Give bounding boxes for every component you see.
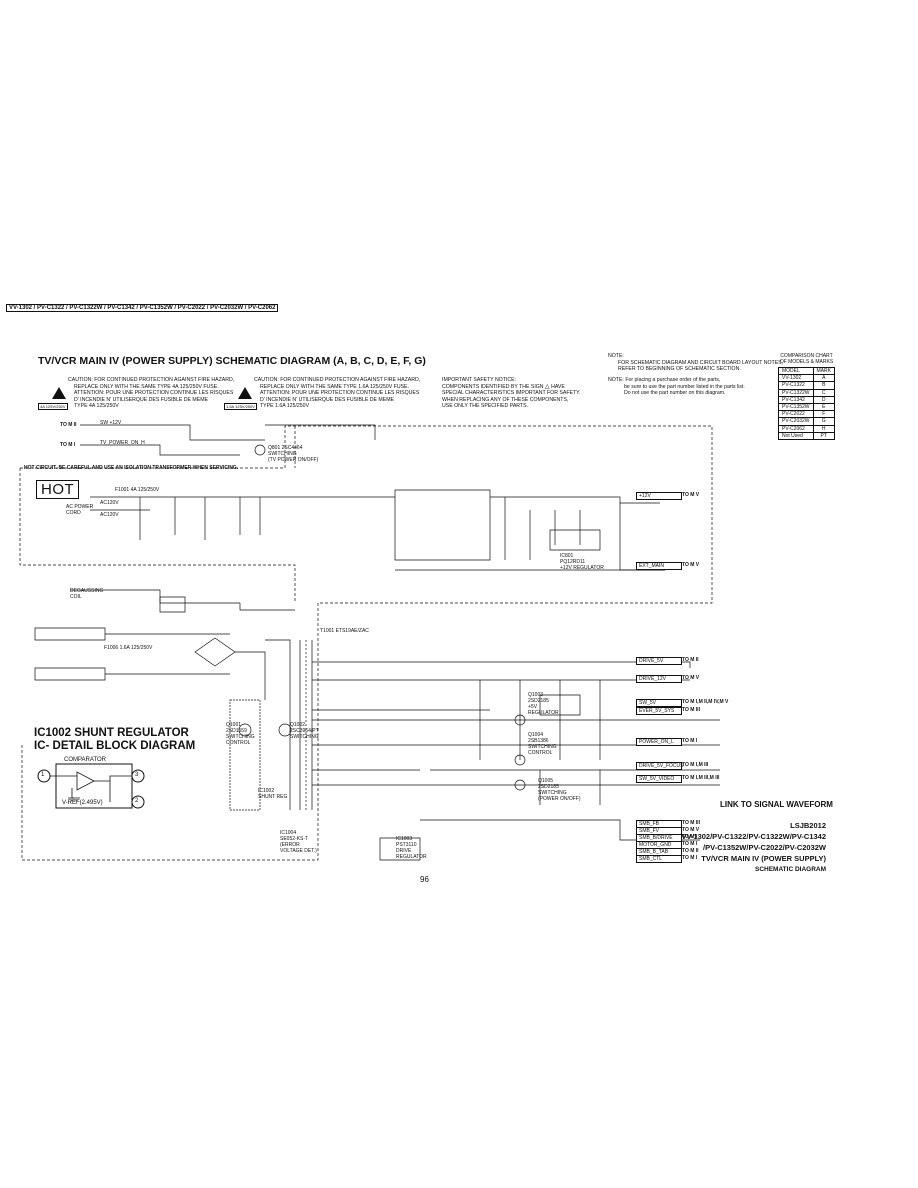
hot-label: HOT — [36, 480, 80, 499]
mark-cell: D — [812, 395, 835, 405]
ic-block-svg — [37, 763, 145, 809]
ic-block-title: IC1002 SHUNT REGULATOR IC- DETAIL BLOCK … — [34, 727, 196, 752]
link-signal-waveform[interactable]: LINK TO SIGNAL WAVEFORM — [720, 800, 833, 809]
vref-label: V-REF(2.495V) — [62, 800, 103, 806]
mark-cell: B — [812, 381, 835, 390]
mark-cell: F — [812, 410, 835, 419]
output-destination: TO M I — [682, 738, 698, 744]
output-destination: TO M III — [682, 707, 700, 713]
note-schematic: NOTE: FOR SCHEMATIC DIAGRAM AND CIRCUIT … — [608, 353, 784, 373]
component-label: F1006 1.6A 125/250V — [104, 645, 153, 651]
fuse-badge: 4A 125V/250V — [38, 403, 68, 410]
output-destination: TO M I,M II,M IV,M V — [682, 699, 729, 705]
output-destination: TO M V — [682, 675, 700, 681]
signal-label: SW +12V — [100, 420, 122, 426]
warning-icon — [52, 387, 66, 399]
signal-label: TV_POWER_ON_H — [100, 440, 145, 446]
output-connector: DRIVE_12V — [636, 675, 682, 683]
output-destination: TO M I,M III,M III — [682, 775, 720, 781]
component-label: T1001 ETS19AE/ZAC — [320, 628, 369, 634]
page-number: 96 — [420, 875, 429, 884]
input-label: TO M I — [60, 442, 76, 448]
model-list: VV-1302 / PV-C1322 / PV-C1322W / PV-C134… — [6, 304, 279, 312]
warning-icon — [238, 387, 252, 399]
mark-cell: A — [812, 374, 835, 383]
fuse-badge: 1.6A 125V/250V — [224, 403, 257, 410]
component-label: AC120V — [100, 500, 119, 506]
output-connector: SW_5V — [636, 699, 682, 707]
output-connector: SMB_CTL — [636, 855, 682, 863]
component-label: F1001 4A 125/250V — [115, 487, 160, 493]
page-title: TV/VCR MAIN IV (POWER SUPPLY) SCHEMATIC … — [38, 355, 426, 367]
output-destination: TO M I — [682, 834, 698, 840]
pin-1: 1 — [41, 772, 45, 778]
output-destination: TO M V — [682, 562, 700, 568]
footer-title-block: LSJB2012 VV-1302/PV-C1322/PV-C1322W/PV-C… — [681, 821, 826, 873]
output-connector: +12V — [636, 492, 682, 500]
comparison-chart: COMPARISON CHART OF MODELS & MARKS MODEL… — [778, 353, 835, 441]
output-destination: TO M I — [682, 855, 698, 861]
mark-cell: C — [812, 388, 835, 397]
note-parts: NOTE: For placing a purchase order of th… — [608, 377, 745, 397]
input-label: TO M II — [60, 422, 77, 428]
output-destination: TO M II — [682, 848, 699, 854]
output-connector: POWER_ON_L — [636, 738, 682, 746]
pin-2: 2 — [135, 798, 139, 804]
caution-text: CAUTION: FOR CONTINUED PROTECTION AGAINS… — [68, 377, 235, 410]
mark-cell: PT — [812, 431, 835, 441]
table-header: MARK — [812, 366, 835, 376]
output-destination: TO M V — [682, 492, 700, 498]
mark-cell: G — [812, 417, 835, 426]
safety-notice: IMPORTANT SAFETY NOTICE: COMPONENTS IDEN… — [442, 377, 581, 410]
output-connector: DRIVE_5V — [636, 657, 682, 665]
output-connector: DRIVE_5V_FOCUS — [636, 762, 683, 770]
output-destination: TO M III — [682, 820, 700, 826]
caution-text: CAUTION: FOR CONTINUED PROTECTION AGAINS… — [254, 377, 421, 410]
pin-3: 3 — [135, 772, 139, 778]
comparator-label: COMPARATOR — [64, 757, 107, 763]
ic-block-diagram: 1 3 2 COMPARATOR V-REF(2.495V) — [32, 757, 152, 814]
output-destination: TO M II — [682, 657, 699, 663]
mark-cell: E — [812, 403, 835, 412]
output-connector: SW_5V_VIDEO — [636, 775, 682, 783]
output-destination: TO M I — [682, 841, 698, 847]
output-connector: EVER_5V_SYS — [636, 707, 682, 715]
output-destination: TO M V — [682, 827, 700, 833]
mark-cell: H — [812, 424, 835, 433]
component-label: AC120V — [100, 512, 119, 518]
output-connector: EXT_MAIN — [636, 562, 682, 570]
output-destination: TO M I,M III — [682, 762, 709, 768]
